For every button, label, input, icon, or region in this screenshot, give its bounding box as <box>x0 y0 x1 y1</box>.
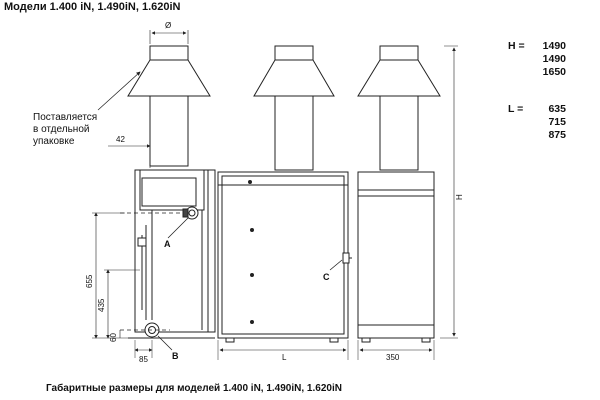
separate-package-note: Поставляется в отдельной упаковке <box>33 112 97 148</box>
dim-85-label: 85 <box>139 355 148 364</box>
side-view <box>357 45 458 360</box>
l-label: L = <box>508 103 524 115</box>
front-view <box>217 45 352 360</box>
height-h-label: H <box>455 194 464 200</box>
dim-435-label: 435 <box>97 298 106 312</box>
l-value: 875 <box>548 129 566 141</box>
l-value: 715 <box>548 116 566 128</box>
l-value: 635 <box>548 103 566 115</box>
h-value: 1490 <box>542 40 566 52</box>
dim-350-label: 350 <box>386 353 400 362</box>
h-label: H = <box>508 40 525 52</box>
dim-60-label: 60 <box>109 333 118 342</box>
left-view <box>92 30 216 358</box>
dim-655-label: 655 <box>85 274 94 288</box>
dim-42-label: 42 <box>116 135 125 144</box>
figure-caption: Габаритные размеры для моделей 1.400 iN,… <box>46 383 342 394</box>
h-value: 1490 <box>542 53 566 65</box>
page-title: Модели 1.400 iN, 1.490iN, 1.620iN <box>4 1 181 13</box>
note-line: упаковке <box>33 136 75 147</box>
h-value: 1650 <box>542 66 566 78</box>
connection-a-label: A <box>164 239 171 249</box>
diameter-label: Ø <box>165 21 171 30</box>
connection-c-label: C <box>323 272 330 282</box>
length-l-label: L <box>282 353 287 362</box>
note-line: Поставляется <box>33 112 98 123</box>
note-line: в отдельной <box>33 124 90 135</box>
connection-b-label: B <box>172 351 179 361</box>
dimension-legend: H = 1490 1490 1650 L = 635 715 875 <box>508 40 566 142</box>
